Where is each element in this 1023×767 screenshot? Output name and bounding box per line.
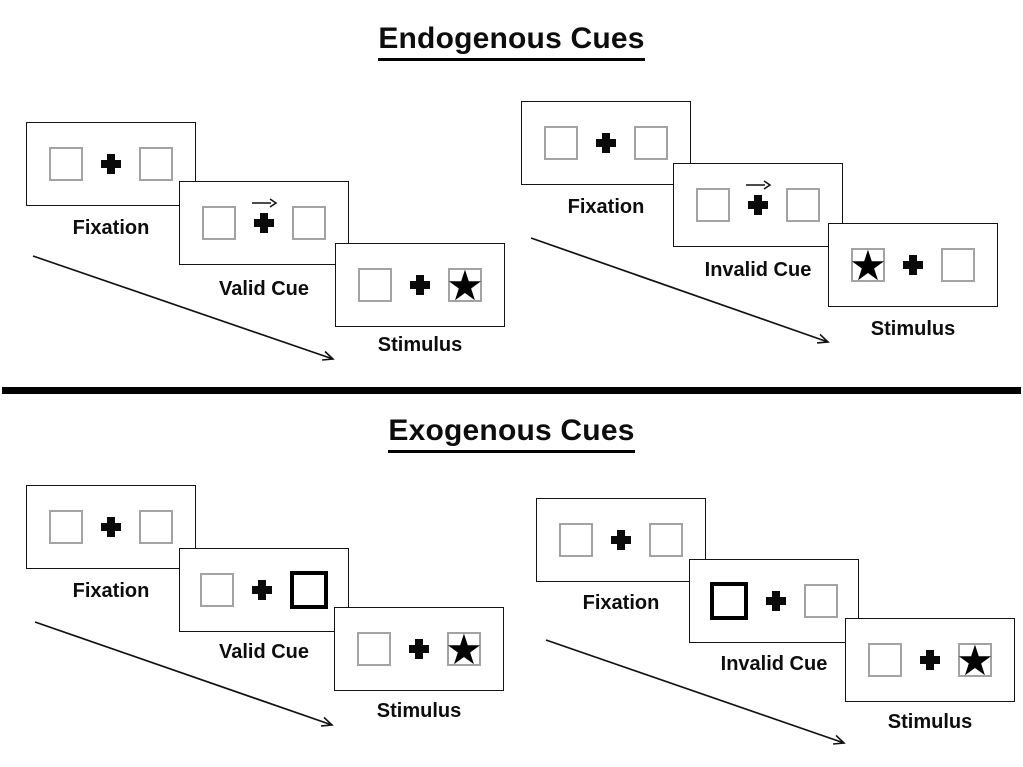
fixation-cross-icon	[409, 639, 429, 659]
fixation-cross-icon	[920, 650, 940, 670]
placeholder-box-left	[544, 126, 578, 160]
target-box-right: ★	[956, 636, 994, 685]
cross-wrap	[410, 275, 430, 295]
cross-wrap	[101, 154, 121, 174]
cued-box-left	[710, 582, 748, 620]
cued-box-right	[290, 571, 328, 609]
cue-arrow-icon	[252, 198, 278, 208]
fixation-card	[26, 122, 196, 206]
cross-wrap	[766, 591, 786, 611]
placeholder-box-right	[139, 510, 173, 544]
stimulus-card: ★	[828, 223, 998, 307]
cross-wrap	[252, 580, 272, 600]
placeholder-box-left	[202, 206, 236, 240]
fixation-cross-icon	[748, 195, 768, 215]
card-label: Valid Cue	[218, 278, 310, 300]
target-box-left: ★	[849, 241, 887, 290]
card-label: Stimulus	[377, 334, 463, 356]
cross-wrap	[409, 639, 429, 659]
fixation-cross-icon	[611, 530, 631, 550]
fixation-cross-icon	[410, 275, 430, 295]
section-title-exogenous: Exogenous Cues	[388, 414, 635, 453]
card-label: Fixation	[567, 196, 645, 218]
invalid-cue-card	[689, 559, 859, 643]
stimulus-card: ★	[334, 607, 504, 691]
sequence-arrow	[32, 255, 335, 361]
placeholder-box-left	[49, 147, 83, 181]
valid-cue-card	[179, 181, 349, 265]
section-divider	[2, 387, 1021, 394]
endogenous-title-row: Endogenous Cues	[0, 22, 1023, 61]
placeholder-box-left	[559, 523, 593, 557]
sequence-arrow	[530, 237, 830, 344]
fixation-cross-icon	[101, 154, 121, 174]
card-label: Valid Cue	[218, 641, 310, 663]
cross-wrap	[596, 133, 616, 153]
fixation-card	[521, 101, 691, 185]
fixation-cross-icon	[101, 517, 121, 537]
card-label: Fixation	[72, 217, 150, 239]
placeholder-box-left	[357, 632, 391, 666]
placeholder-box-right	[649, 523, 683, 557]
fixation-cross-icon	[903, 255, 923, 275]
cross-wrap	[746, 180, 772, 215]
cross-wrap	[920, 650, 940, 670]
placeholder-box-right	[941, 248, 975, 282]
stimulus-card: ★	[845, 618, 1015, 702]
card-label: Invalid Cue	[720, 653, 828, 675]
section-title-endogenous: Endogenous Cues	[378, 22, 645, 61]
card-label: Fixation	[72, 580, 150, 602]
target-box-right: ★	[446, 261, 484, 310]
card-label: Invalid Cue	[704, 259, 812, 281]
card-label: Stimulus	[887, 711, 973, 733]
placeholder-box-left	[696, 188, 730, 222]
fixation-card	[26, 485, 196, 569]
sequence-arrow	[545, 639, 846, 745]
fixation-card	[536, 498, 706, 582]
placeholder-box-right	[634, 126, 668, 160]
placeholder-box-left	[49, 510, 83, 544]
invalid-cue-card	[673, 163, 843, 247]
fixation-cross-icon	[252, 580, 272, 600]
placeholder-box-right	[139, 147, 173, 181]
target-box-right: ★	[445, 625, 483, 674]
placeholder-box-right	[786, 188, 820, 222]
sequence-arrow	[34, 621, 334, 727]
fixation-cross-icon	[766, 591, 786, 611]
card-label: Fixation	[582, 592, 660, 614]
stimulus-card: ★	[335, 243, 505, 327]
card-label: Stimulus	[376, 700, 462, 722]
fixation-cross-icon	[254, 213, 274, 233]
placeholder-box-right	[292, 206, 326, 240]
cross-wrap	[101, 517, 121, 537]
exogenous-title-row: Exogenous Cues	[0, 414, 1023, 453]
placeholder-box-left	[868, 643, 902, 677]
placeholder-box-left	[200, 573, 234, 607]
card-label: Stimulus	[870, 318, 956, 340]
cue-arrow-icon	[746, 180, 772, 190]
cross-wrap	[252, 198, 278, 233]
cross-wrap	[611, 530, 631, 550]
cross-wrap	[903, 255, 923, 275]
placeholder-box-left	[358, 268, 392, 302]
fixation-cross-icon	[596, 133, 616, 153]
placeholder-box-right	[804, 584, 838, 618]
valid-cue-card	[179, 548, 349, 632]
